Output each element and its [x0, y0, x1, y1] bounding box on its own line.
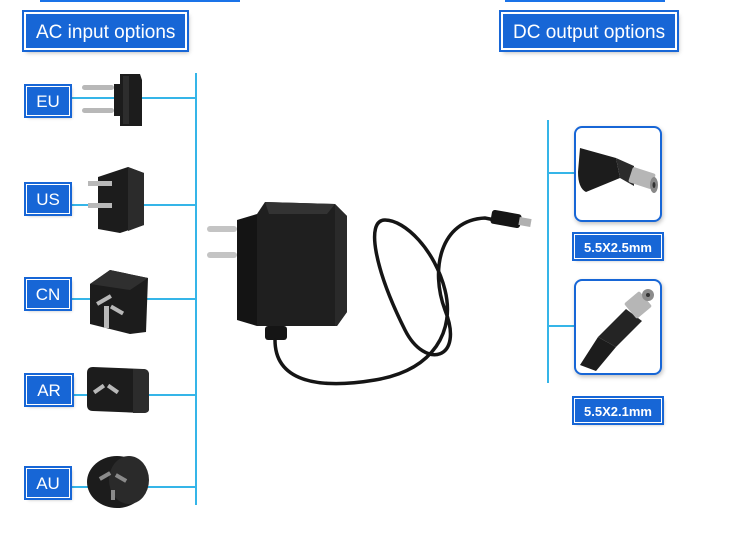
ar-plug-icon — [87, 367, 149, 413]
ac-input-title: AC input options — [24, 12, 188, 50]
plug-badge-eu: EU — [26, 86, 70, 116]
top-accent-right — [505, 0, 665, 2]
dc-tip-label-25: 5.5X2.5mm — [574, 234, 662, 259]
au-plug-icon — [87, 456, 149, 508]
plug-badge-ar: AR — [26, 375, 72, 405]
dc-bracket-vertical — [547, 120, 549, 383]
us-plug-icon — [88, 167, 144, 233]
power-adapter-icon — [207, 202, 532, 386]
plug-badge-cn: CN — [26, 279, 70, 309]
dc-tip-label-21: 5.5X2.1mm — [574, 398, 662, 423]
dc-tip-frame-25 — [574, 126, 662, 222]
dc-bracket-25 — [547, 172, 574, 174]
top-accent-left — [40, 0, 240, 2]
eu-plug-icon — [82, 74, 142, 126]
ac-bracket-vertical — [195, 73, 197, 505]
dc-barrel-plug-icon — [580, 289, 654, 371]
dc-bracket-21 — [547, 325, 574, 327]
plug-badge-au: AU — [26, 468, 70, 498]
plug-badge-us: US — [26, 184, 70, 214]
dc-tip-frame-21 — [574, 279, 662, 375]
dc-output-title: DC output options — [501, 12, 678, 50]
cn-plug-icon — [90, 270, 148, 334]
dc-barrel-plug-icon — [578, 148, 658, 193]
